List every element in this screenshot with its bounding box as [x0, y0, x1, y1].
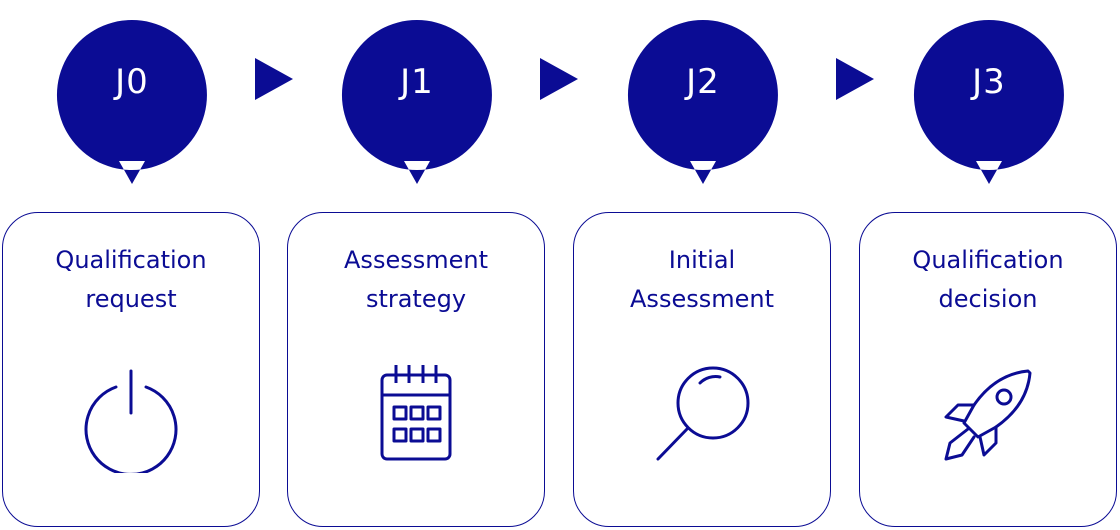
step-title-line: Assessment [630, 285, 774, 313]
speech-bubble-shape [913, 20, 1064, 184]
speech-bubble-shape [56, 20, 207, 184]
right-triangle-arrow-icon [540, 58, 578, 100]
step-badge-label: J1 [400, 62, 434, 102]
step-badge-label: J2 [686, 62, 720, 102]
step-j0: J0 Qualification request [2, 0, 262, 530]
rocket-icon [928, 363, 1048, 473]
right-triangle-arrow-icon [836, 58, 874, 100]
step-badge-bubble: J2 [627, 19, 779, 184]
step-title: Qualification decision [870, 241, 1106, 319]
step-card: Qualification decision [859, 212, 1117, 527]
step-badge-bubble: J3 [913, 19, 1065, 184]
power-icon [71, 363, 191, 473]
step-title-line: request [85, 285, 177, 313]
step-badge-label: J0 [115, 62, 149, 102]
step-badge-bubble: J1 [341, 19, 493, 184]
step-j3: J3 Qualification decision [859, 0, 1119, 530]
step-title-line: Assessment [344, 246, 488, 274]
step-title-line: decision [938, 285, 1038, 313]
speech-bubble-shape [341, 20, 492, 184]
right-triangle-arrow-icon [255, 58, 293, 100]
step-card: Qualification request [2, 212, 260, 527]
step-title-line: Qualification [912, 246, 1064, 274]
step-j2: J2 Initial Assessment [573, 0, 833, 530]
calendar-icon [356, 363, 476, 473]
step-card: Initial Assessment [573, 212, 831, 527]
step-badge-bubble: J0 [56, 19, 208, 184]
step-j1: J1 Assessment strategy [287, 0, 547, 530]
step-title: Initial Assessment [584, 241, 820, 319]
speech-bubble-shape [627, 20, 778, 184]
step-title-line: Qualification [55, 246, 207, 274]
step-title-line: strategy [365, 285, 467, 313]
magnifier-icon [642, 363, 762, 473]
step-title: Assessment strategy [298, 241, 534, 319]
step-title-line: Initial [668, 246, 736, 274]
step-card: Assessment strategy [287, 212, 545, 527]
step-badge-label: J3 [972, 62, 1006, 102]
step-title: Qualification request [13, 241, 249, 319]
